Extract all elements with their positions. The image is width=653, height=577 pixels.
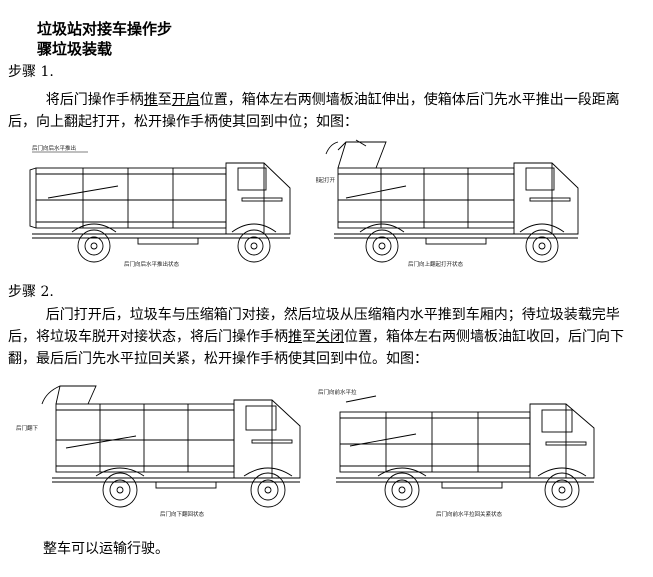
truck-figure-3: 后门翻下 后门向下翻回状态: [16, 385, 301, 518]
truck-figure-1: 后门向后水平推出 后门向后水平推出状态: [29, 144, 291, 268]
step2-paragraph: 后门打开后，垃圾车与压缩箱门对接，然后垃圾从压缩箱内水平推到车厢内；待垃圾装载完…: [8, 307, 624, 367]
truck-figure-2: 后门翻起打开 后门向上翻起打开状态: [316, 139, 579, 268]
step1-paragraph: 将后门操作手柄推至开启位置，箱体左右两侧墙板油缸伸出，使箱体后门先水平推出一段距…: [8, 92, 620, 130]
truck-figure-4: 后门向前水平拉 后门向前水平拉回关紧状态: [318, 388, 595, 518]
fig4-bottom-label: 后门向前水平拉回关紧状态: [436, 510, 503, 518]
doc-title-line1: 垃圾站对接车操作步: [37, 20, 173, 38]
step1-heading: 步骤 1.: [8, 64, 54, 80]
fig3-bottom-label: 后门向下翻回状态: [160, 510, 205, 518]
final-note: 整车可以运输行驶。: [43, 541, 169, 557]
fig3-top-label: 后门翻下: [16, 424, 39, 432]
fig2-top-label: 后门翻起打开: [316, 176, 336, 184]
fig1-top-label: 后门向后水平推出: [32, 144, 76, 152]
doc-title-line2: 骤垃圾装载: [37, 40, 113, 58]
fig4-top-label: 后门向前水平拉: [318, 388, 357, 396]
step2-heading: 步骤 2.: [8, 284, 54, 300]
fig1-bottom-label: 后门向后水平推出状态: [124, 260, 180, 268]
fig2-bottom-label: 后门向上翻起打开状态: [408, 260, 464, 268]
